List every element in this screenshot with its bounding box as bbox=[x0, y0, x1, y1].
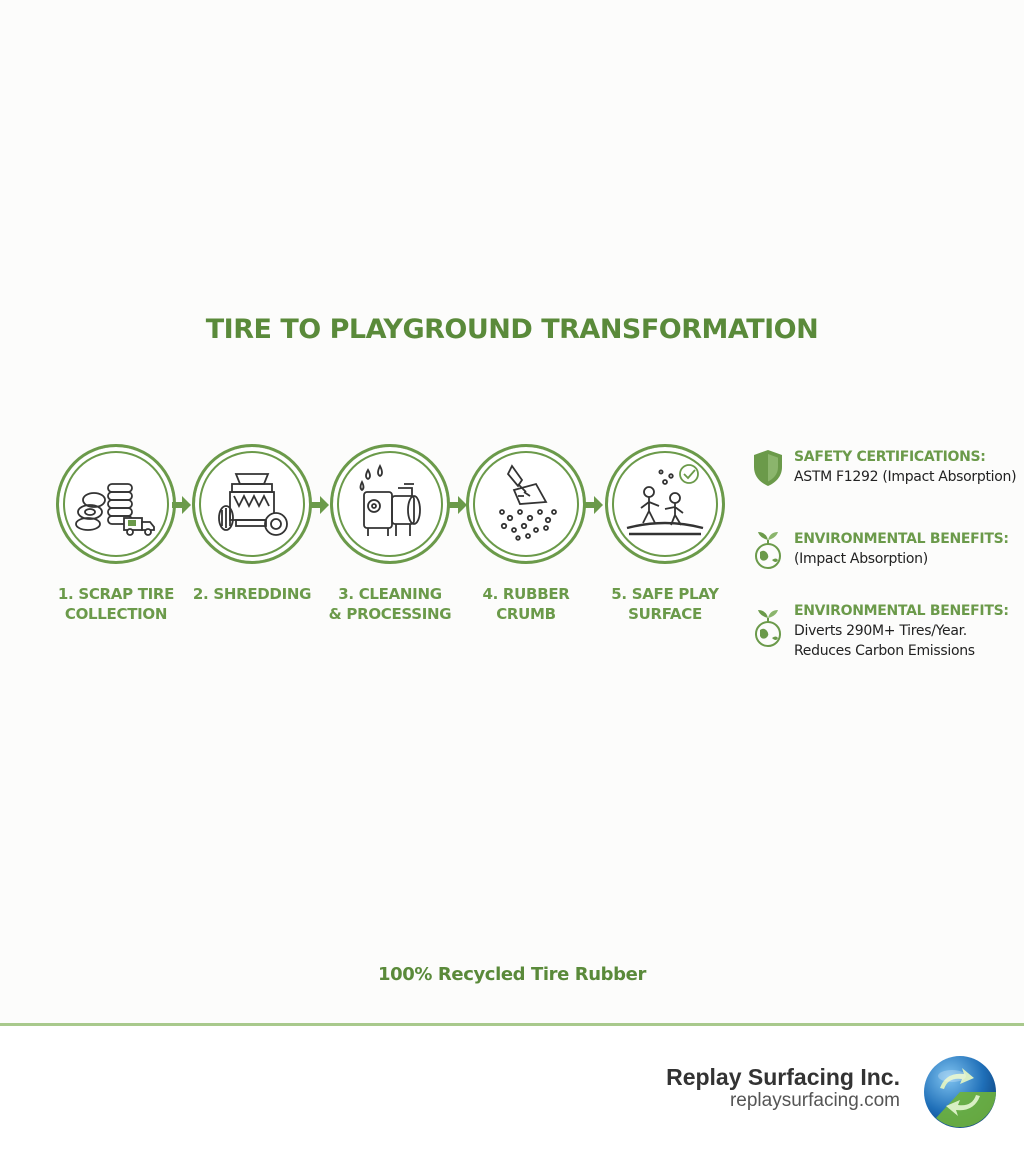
step-label: 2. SHREDDING bbox=[190, 584, 314, 604]
arrow-right-icon bbox=[172, 496, 191, 514]
arrow-right-icon bbox=[310, 496, 329, 514]
step-label-line: 3. CLEANING bbox=[338, 585, 442, 603]
arrow-right-icon bbox=[448, 496, 467, 514]
arrow-right-icon bbox=[584, 496, 603, 514]
step-circle bbox=[605, 444, 725, 564]
step-label: 4. RUBBER CRUMB bbox=[464, 584, 588, 624]
shredder-icon bbox=[218, 473, 288, 536]
step-safe-play-surface: 5. SAFE PLAY SURFACE bbox=[603, 444, 727, 624]
step-label-line: 4. RUBBER bbox=[482, 585, 570, 603]
step-label-line: 5. SAFE PLAY bbox=[611, 585, 719, 603]
step-label: 5. SAFE PLAY SURFACE bbox=[603, 584, 727, 624]
rubber-crumb-icon bbox=[499, 464, 557, 541]
step-label: 3. CLEANING & PROCESSING bbox=[328, 584, 452, 624]
step-label: 1. SCRAP TIRE COLLECTION bbox=[54, 584, 178, 624]
footer bbox=[0, 1026, 1024, 1154]
benefit-line: ASTM F1292 (Impact Absorption) bbox=[794, 469, 1017, 485]
infographic-title: TIRE TO PLAYGROUND TRANSFORMATION bbox=[205, 314, 819, 345]
step-label-line: COLLECTION bbox=[64, 605, 168, 623]
tire-pile-truck-icon bbox=[75, 483, 155, 536]
step-circle bbox=[466, 444, 586, 564]
step-label-line: & PROCESSING bbox=[328, 605, 452, 623]
company-url[interactable]: replaysurfacing.com bbox=[729, 1090, 900, 1111]
step-cleaning-processing: 3. CLEANING & PROCESSING bbox=[328, 444, 452, 624]
earth-leaf-icon bbox=[755, 532, 781, 569]
benefit-line: (Impact Absorption) bbox=[794, 551, 928, 567]
step-shredding: 2. SHREDDING bbox=[190, 444, 314, 604]
recycle-globe-logo-icon bbox=[924, 1056, 996, 1128]
step-label-line: SURFACE bbox=[628, 605, 702, 623]
footer-divider bbox=[0, 1023, 1024, 1026]
step-label-line: CRUMB bbox=[496, 605, 556, 623]
step-circle bbox=[192, 444, 312, 564]
benefit-line: Reduces Carbon Emissions bbox=[794, 643, 975, 659]
playground-icon bbox=[626, 464, 704, 536]
benefit-heading: ENVIRONMENTAL BENEFITS: bbox=[794, 531, 1009, 547]
step-label-line: 1. SCRAP TIRE bbox=[57, 585, 175, 603]
recycled-rubber-note: 100% Recycled Tire Rubber bbox=[378, 964, 646, 985]
earth-leaf-icon bbox=[755, 610, 781, 647]
benefit-line: Diverts 290M+ Tires/Year. bbox=[794, 623, 967, 639]
benefit-heading: ENVIRONMENTAL BENEFITS: bbox=[794, 603, 1009, 619]
step-label-line: 2. SHREDDING bbox=[192, 585, 312, 603]
benefit-heading: SAFETY CERTIFICATIONS: bbox=[794, 449, 986, 465]
cleaning-machine-icon bbox=[359, 463, 421, 536]
step-rubber-crumb: 4. RUBBER CRUMB bbox=[464, 444, 588, 624]
shield-icon bbox=[754, 450, 782, 486]
step-circle bbox=[56, 444, 176, 564]
step-circle bbox=[330, 444, 450, 564]
company-name: Replay Surfacing Inc. bbox=[666, 1064, 900, 1090]
step-scrap-tire-collection: 1. SCRAP TIRE COLLECTION bbox=[54, 444, 178, 624]
